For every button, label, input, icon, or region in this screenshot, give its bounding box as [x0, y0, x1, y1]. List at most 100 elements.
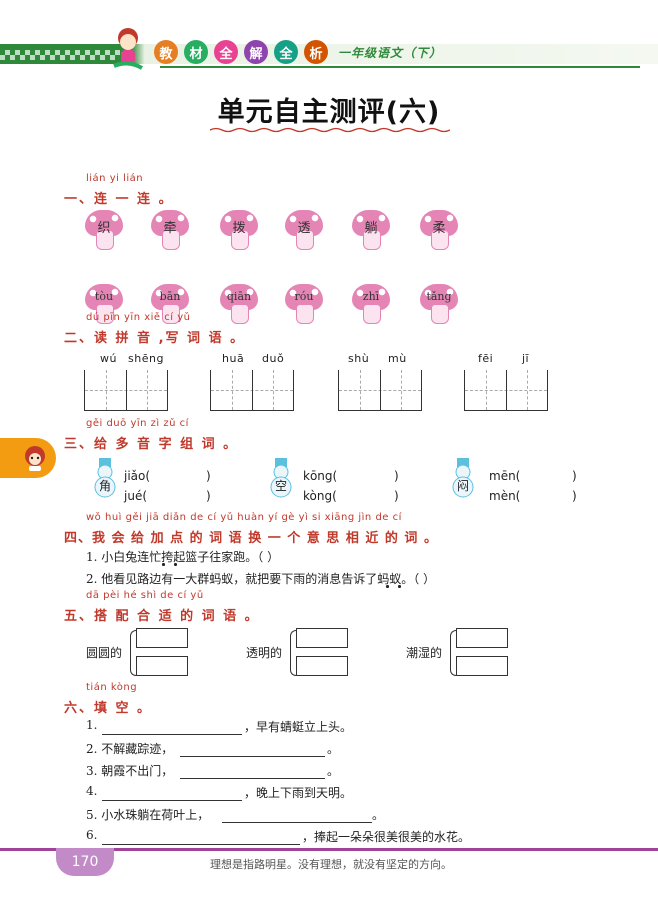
fill-suffix: 。 — [327, 764, 340, 778]
grid-pinyin: wú — [100, 352, 117, 365]
tianzi-grid[interactable] — [84, 370, 168, 411]
mushroom-char: 透 — [285, 210, 323, 250]
polyphone-char: 空 — [275, 479, 288, 493]
s2-heading: 二、读 拼 音 ,写 词 语 。 — [64, 331, 246, 346]
brand-char: 析 — [304, 40, 328, 64]
brace — [450, 630, 457, 676]
fill-suffix: 。 — [372, 808, 385, 822]
mushroom-char-text: 躺 — [364, 221, 378, 236]
mushroom-char-text: 透 — [297, 221, 311, 236]
s5-heading: 五、搭 配 合 适 的 词 语 。 — [64, 609, 260, 624]
mushroom-pinyin-text: zhī — [362, 290, 380, 303]
s1-heading: 一、连 一 连 。 — [64, 192, 174, 207]
answer-box[interactable] — [296, 656, 348, 676]
s1-pinyin: lián yi lián — [86, 173, 144, 184]
fill-prefix: 1. — [86, 718, 98, 732]
grid-pinyin: jī — [522, 352, 530, 365]
mushroom-pinyin-text: bān — [159, 290, 181, 303]
mushroom-pinyin: róu — [285, 284, 323, 324]
grid-pinyin: shēng — [128, 352, 164, 365]
reading-2: mèn( — [489, 489, 521, 503]
fill-prefix: 5. 小水珠躺在荷叶上， — [86, 808, 210, 822]
answer-box[interactable] — [136, 628, 188, 648]
tianzi-grid[interactable] — [210, 370, 294, 411]
reading-1: kōng( — [303, 469, 338, 483]
fill-prefix: 4. — [86, 784, 98, 798]
fill-blank[interactable] — [180, 742, 325, 757]
s6-heading: 六、填 空 。 — [64, 701, 153, 716]
emphasis-dot — [398, 585, 401, 588]
grid-pinyin: fēi — [478, 352, 494, 365]
s4-pinyin: wǒ huì gěi jiā diǎn de cí yǔ huàn yí gè … — [86, 512, 402, 523]
mushroom-pinyin: bān — [151, 284, 189, 324]
tianzi-grid[interactable] — [464, 370, 548, 411]
match-label: 潮湿的 — [406, 646, 443, 660]
s2-pinyin: dú pīn yīn xiě cí yǔ — [86, 312, 191, 323]
emphasis-dot — [174, 563, 177, 566]
brand-logo: 教 材 全 解 全 析 — [154, 40, 328, 64]
answer-box[interactable] — [456, 656, 508, 676]
paren-close: ) — [394, 489, 399, 503]
fill-prefix: 3. 朝霞不出门， — [86, 764, 174, 778]
fill-blank[interactable] — [222, 808, 372, 823]
paren-close: ) — [394, 469, 399, 483]
question-1: 1. 小白兔连忙挎起篮子往家跑。（ ） — [86, 550, 280, 564]
answer-box[interactable] — [456, 628, 508, 648]
brand-char: 解 — [244, 40, 268, 64]
mushroom-char-text: 织 — [97, 221, 111, 236]
fill-suffix: 。 — [327, 742, 340, 756]
paren-close: ) — [206, 469, 211, 483]
answer-box[interactable] — [136, 656, 188, 676]
snowman-icon — [270, 458, 292, 498]
cartoon-fox-icon — [25, 446, 45, 471]
answer-box[interactable] — [296, 628, 348, 648]
mushroom-char: 躺 — [352, 210, 390, 250]
s5-pinyin: dā pèi hé shì de cí yǔ — [86, 590, 204, 601]
mushroom-char: 拨 — [220, 210, 258, 250]
mushroom-pinyin-text: qiān — [226, 290, 252, 303]
header-rule — [160, 66, 640, 68]
fill-blank[interactable] — [102, 720, 242, 735]
book-subtitle: 一年级语文（下） — [338, 46, 443, 60]
paren-close: ) — [206, 489, 211, 503]
mushroom-char: 织 — [85, 210, 123, 250]
emphasis-dot — [162, 563, 165, 566]
reading-1: mēn( — [489, 469, 521, 483]
snowman-icon — [94, 458, 116, 498]
match-label: 圆圆的 — [86, 646, 123, 660]
s6-pinyin: tián kòng — [86, 682, 138, 693]
s3-pinyin: gěi duō yīn zì zǔ cí — [86, 418, 189, 429]
mushroom-pinyin-text: tǎng — [426, 290, 452, 303]
emphasis-dot — [386, 585, 389, 588]
fill-blank[interactable] — [180, 764, 325, 779]
polyphone-char: 角 — [99, 479, 112, 493]
fill-blank[interactable] — [102, 830, 300, 845]
mushroom-pinyin: zhī — [352, 284, 390, 324]
fill-prefix: 2. 不解藏踪迹， — [86, 742, 174, 756]
mushroom-pinyin-text: róu — [294, 290, 314, 303]
mushroom-pinyin-text: tòu — [94, 290, 114, 303]
fill-suffix: ，早有蜻蜓立上头。 — [244, 720, 353, 734]
match-label: 透明的 — [246, 646, 283, 660]
footer-motto: 理想是指路明星。没有理想，就没有坚定的方向。 — [210, 858, 452, 871]
fill-suffix: ，晚上下雨到天明。 — [244, 786, 353, 800]
tianzi-grid[interactable] — [338, 370, 422, 411]
fill-blank[interactable] — [102, 786, 242, 801]
grid-pinyin: mù — [388, 352, 407, 365]
question-2: 2. 他看见路边有一大群蚂蚁，就把要下雨的消息告诉了蚂蚁。（ ） — [86, 572, 436, 586]
brand-char: 材 — [184, 40, 208, 64]
title-underline-decoration — [210, 127, 450, 133]
paren-close: ) — [572, 469, 577, 483]
grid-pinyin: duǒ — [262, 352, 285, 365]
brace — [290, 630, 297, 676]
reading-1: jiǎo( — [124, 469, 151, 483]
reading-2: jué( — [124, 489, 148, 503]
fill-suffix: ，捧起一朵朵很美很美的水花。 — [302, 830, 471, 844]
s3-heading: 三、给 多 音 字 组 词 。 — [64, 437, 239, 452]
mushroom-pinyin: tǎng — [420, 284, 458, 324]
snowman-icon — [452, 458, 474, 498]
mushroom-char: 柔 — [420, 210, 458, 250]
s4-heading: 四、我 会 给 加 点 的 词 语 换 一 个 意 思 相 近 的 词 。 — [64, 531, 438, 546]
mushroom-char-text: 牵 — [163, 221, 177, 236]
footer-rule — [0, 848, 658, 851]
